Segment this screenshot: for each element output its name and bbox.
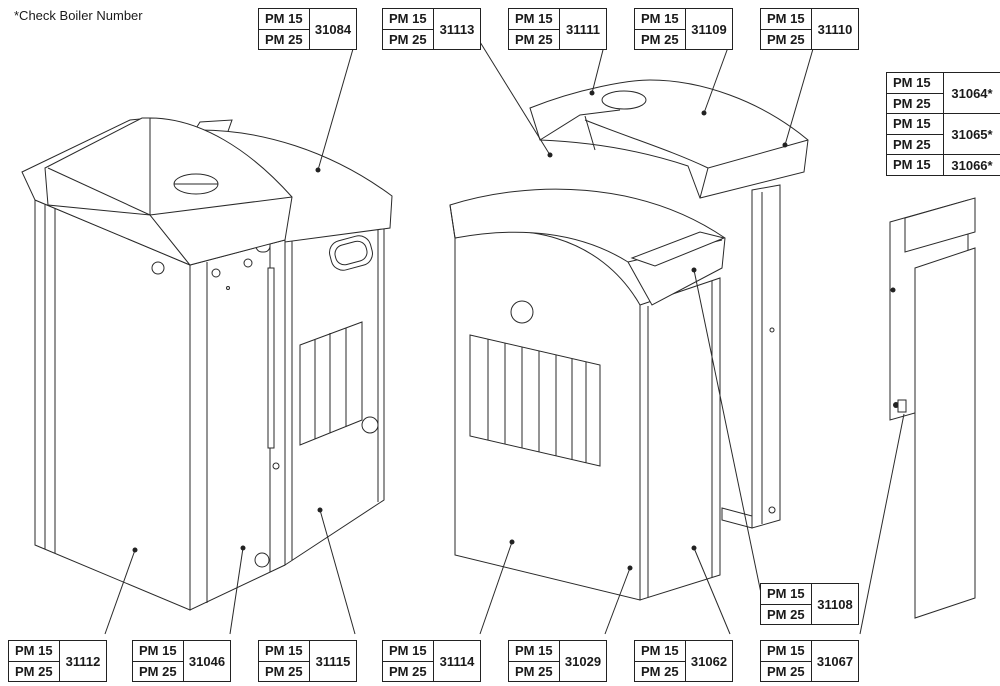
part-label-31115: PM 15 PM 25 31115 — [258, 640, 357, 682]
model-pm25: PM 25 — [383, 29, 433, 49]
part-number: 31112 — [65, 653, 101, 669]
part-label-31084: PM 15 PM 25 31084 — [258, 8, 357, 50]
model-pm25: PM 25 — [509, 661, 559, 681]
model-pm15: PM 15 — [515, 643, 553, 658]
model-pm15: PM 15 — [139, 643, 177, 658]
part-label-31108: PM 15 PM 25 31108 — [760, 583, 859, 625]
part-number: 31066* — [951, 157, 993, 173]
part-number: 31084 — [314, 21, 352, 37]
model-pm25: PM 25 — [761, 604, 811, 624]
model-pm25: PM 25 — [887, 134, 943, 154]
part-number: 31115 — [315, 653, 351, 669]
part-number: 31064* — [951, 85, 993, 101]
model-pm25: PM 25 — [761, 29, 811, 49]
part-label-31046: PM 15 PM 25 31046 — [132, 640, 231, 682]
model-pm15: PM 15 — [515, 11, 553, 26]
part-label-31114: PM 15 PM 25 31114 — [382, 640, 481, 682]
model-pm25: PM 25 — [133, 661, 183, 681]
left-boiler — [21, 117, 393, 611]
model-pm25: PM 25 — [9, 661, 59, 681]
part-label-31113: PM 15 PM 25 31113 — [382, 8, 481, 50]
part-number: 31113 — [439, 21, 475, 37]
part-number: 31062 — [690, 653, 728, 669]
model-pm25: PM 25 — [635, 661, 685, 681]
model-pm15: PM 15 — [893, 116, 931, 131]
leader-lines — [104, 41, 905, 635]
right-panel — [889, 197, 976, 619]
middle-boiler — [449, 188, 726, 601]
part-label-31067: PM 15 PM 25 31067 — [760, 640, 859, 682]
model-pm15: PM 15 — [389, 11, 427, 26]
part-row-31066: PM 15 31066* — [887, 155, 1000, 175]
part-label-31062: PM 15 PM 25 31062 — [634, 640, 733, 682]
model-pm15: PM 15 — [389, 643, 427, 658]
part-label-31029: PM 15 PM 25 31029 — [508, 640, 607, 682]
part-label-31110: PM 15 PM 25 31110 — [760, 8, 859, 50]
part-label-31112: PM 15 PM 25 31112 — [8, 640, 107, 682]
part-number: 31029 — [564, 653, 602, 669]
middle-top-hood — [529, 79, 809, 199]
model-pm15: PM 15 — [265, 643, 303, 658]
part-number: 31111 — [566, 21, 600, 37]
model-pm25: PM 25 — [509, 29, 559, 49]
part-number: 31067 — [816, 653, 854, 669]
part-row-31064: PM 15 PM 25 31064* — [887, 73, 1000, 114]
model-pm25: PM 25 — [383, 661, 433, 681]
model-pm25: PM 25 — [635, 29, 685, 49]
leader-dots — [132, 90, 788, 571]
part-number: 31046 — [188, 653, 226, 669]
model-pm15: PM 15 — [893, 157, 931, 172]
model-pm15: PM 15 — [767, 11, 805, 26]
model-pm15: PM 15 — [641, 11, 679, 26]
model-pm15: PM 15 — [641, 643, 679, 658]
part-row-31065: PM 15 PM 25 31065* — [887, 114, 1000, 155]
model-pm15: PM 15 — [265, 11, 303, 26]
model-pm25: PM 25 — [259, 29, 309, 49]
part-number: 31109 — [691, 21, 727, 37]
check-boiler-note: *Check Boiler Number — [14, 8, 143, 23]
part-number: 31108 — [817, 596, 853, 612]
part-label-31109: PM 15 PM 25 31109 — [634, 8, 733, 50]
model-pm25: PM 25 — [259, 661, 309, 681]
middle-back-panel — [721, 184, 781, 529]
model-pm25: PM 25 — [887, 93, 943, 113]
model-pm15: PM 15 — [767, 643, 805, 658]
part-label-31111: PM 15 PM 25 31111 — [508, 8, 607, 50]
model-pm15: PM 15 — [767, 586, 805, 601]
model-pm15: PM 15 — [893, 75, 931, 90]
right-panel-part-table: PM 15 PM 25 31064* PM 15 PM 25 31065* PM 1… — [886, 72, 1000, 176]
part-number: 31110 — [817, 21, 853, 37]
part-number: 31114 — [439, 653, 475, 669]
model-pm25: PM 25 — [761, 661, 811, 681]
model-pm15: PM 15 — [15, 643, 53, 658]
part-number: 31065* — [951, 126, 993, 142]
